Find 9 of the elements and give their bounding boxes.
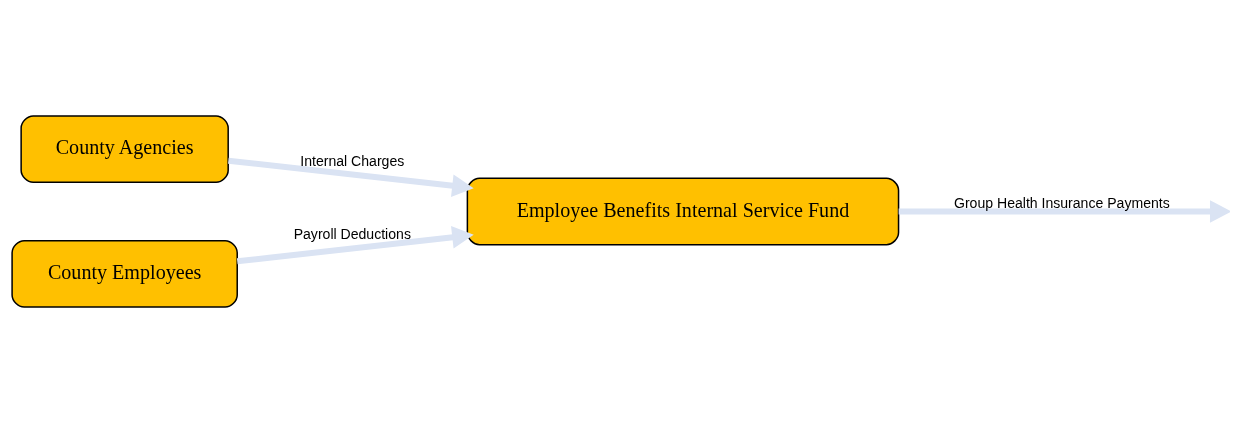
edge-label: Internal Charges	[300, 153, 405, 170]
edge-label: Group Health Insurance Payments	[953, 194, 1170, 211]
arrow	[236, 225, 474, 265]
node-box: County Agencies	[20, 115, 229, 184]
node-box: Employee Benefits Internal Service Fund	[466, 177, 900, 246]
edge-label: Payroll Deductions	[293, 225, 411, 242]
arrow	[228, 157, 474, 198]
node-box: County Employees	[11, 239, 238, 308]
arrow	[898, 200, 1230, 223]
